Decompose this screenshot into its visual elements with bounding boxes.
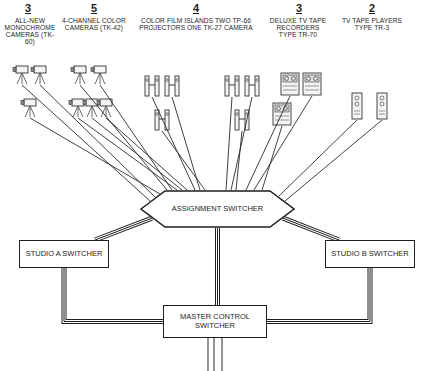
switcher-label: STUDIO B SWITCHER: [327, 248, 413, 260]
trunk-connector: [64, 268, 163, 322]
connector-stroke: [217, 228, 218, 305]
camera-icon: [83, 99, 98, 117]
camera-icon: [21, 99, 36, 117]
projector-icon: [155, 110, 169, 130]
connector-stroke: [283, 218, 339, 240]
connector-stroke: [95, 218, 152, 240]
equipment-heading: ALL-NEW MONOCHROME CAMERAS (TK-60): [2, 17, 58, 45]
output-lines: [208, 338, 222, 371]
camera-icon: [13, 66, 28, 84]
connector-stroke: [283, 218, 339, 240]
equipment-heading: TV TAPE PLAYERS TYPE TR-3: [340, 17, 404, 31]
projector-icon: [225, 76, 239, 96]
camera-icon: [69, 99, 84, 117]
switcher-box: STUDIO B SWITCHER: [325, 240, 415, 268]
switcher-label: MASTER CONTROL SWITCHER: [164, 311, 266, 332]
switcher-label: STUDIO A SWITCHER: [22, 248, 107, 260]
connector-stroke: [64, 268, 163, 322]
switcher-box: MASTER CONTROL SWITCHER: [163, 305, 267, 338]
connector-stroke: [267, 268, 370, 322]
recorder-icon: [303, 73, 321, 95]
player-icon: [352, 93, 362, 119]
connector-stroke: [64, 268, 163, 322]
projector-icon: [245, 76, 259, 96]
connector-stroke: [216, 228, 219, 305]
connector-stroke: [283, 218, 339, 240]
hexagon-shape: [141, 191, 294, 227]
switcher-hexagon: ASSIGNMENT SWITCHER: [140, 190, 295, 228]
camera-icon: [91, 66, 106, 84]
switcher-box: STUDIO A SWITCHER: [19, 240, 109, 268]
trunk-connector: [283, 218, 339, 240]
equipment-heading: 4-CHANNEL COLOR CAMERAS (TK-42): [62, 17, 126, 31]
trunk-connector: [95, 218, 152, 240]
switcher-label: ASSIGNMENT SWITCHER: [168, 203, 268, 215]
trunk-connector: [267, 268, 370, 322]
connector-stroke: [64, 268, 163, 322]
player-icon: [377, 93, 387, 119]
projector-icon: [145, 76, 159, 96]
camera-icon: [31, 66, 46, 84]
quantity-number: 5: [84, 3, 104, 14]
signal-wires: [22, 85, 382, 201]
trunk-connector: [217, 228, 218, 305]
quantity-number: 2: [362, 3, 382, 14]
connector-stroke: [215, 228, 220, 305]
connector-stroke: [267, 268, 370, 322]
color-cameras: [69, 66, 112, 117]
quantity-number: 3: [289, 3, 309, 14]
connector-stroke: [267, 268, 370, 322]
connector-stroke: [95, 218, 152, 240]
quantity-number: 3: [18, 3, 38, 14]
recorder-icon: [281, 73, 299, 95]
equipment-heading: DELUXE TV TAPE RECORDERS TYPE TR-70: [268, 17, 328, 38]
connector-stroke: [95, 218, 152, 240]
equipment-heading: COLOR FILM ISLANDS TWO TP-66 PROJECTORS …: [130, 17, 262, 31]
film-islands: [145, 76, 259, 130]
tape-players: [352, 93, 387, 119]
quantity-number: 4: [186, 3, 206, 14]
projector-icon: [165, 76, 179, 96]
camera-icon: [71, 66, 86, 84]
